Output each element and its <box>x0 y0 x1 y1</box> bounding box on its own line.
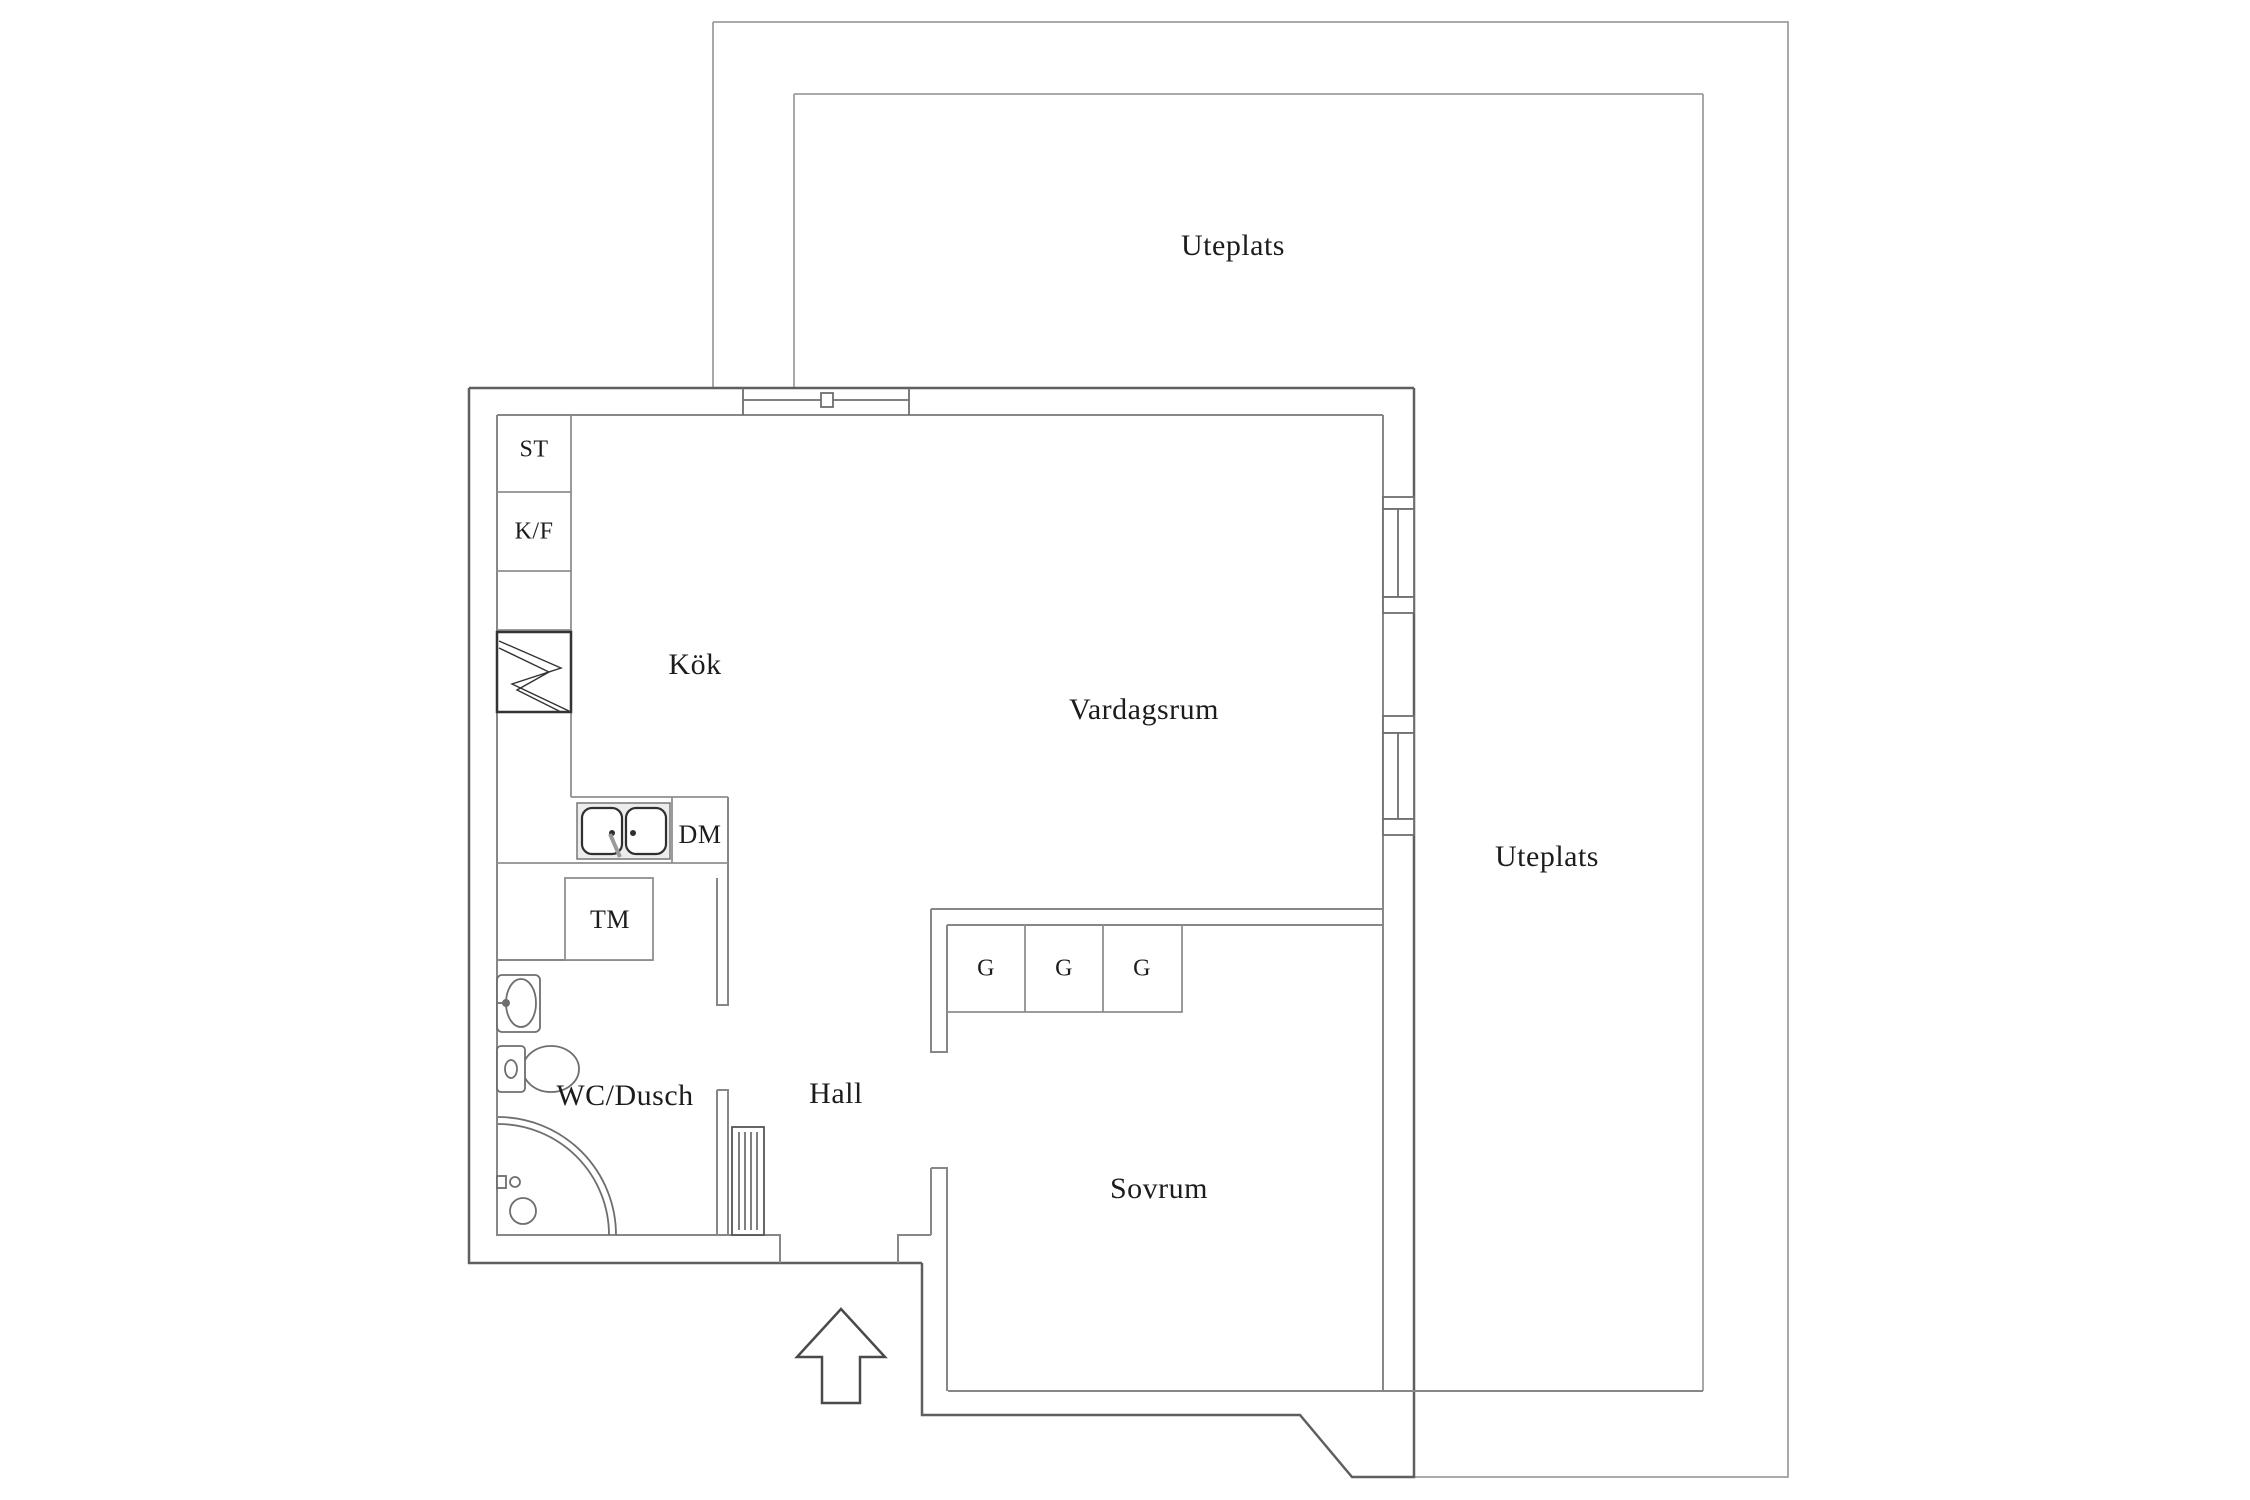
room-label-kitchen: Kök <box>668 648 722 681</box>
toilet <box>496 1045 580 1093</box>
stove <box>495 630 573 714</box>
fixture-label-storage: ST <box>519 436 549 463</box>
fixture-label-wardrobe-2: G <box>1055 955 1073 982</box>
fixture-label-dishwasher: DM <box>678 820 722 849</box>
fixture-label-washing-machine: TM <box>590 905 630 934</box>
bedroom-walls <box>930 908 1383 1391</box>
fixture-label-fridge-freezer: K/F <box>514 518 554 545</box>
room-label-uteplats-right: Uteplats <box>1495 840 1599 873</box>
window-lower <box>1382 715 1415 836</box>
patio-outline <box>712 21 1789 1478</box>
window-upper <box>1382 496 1415 614</box>
radiator <box>731 1126 765 1236</box>
room-label-uteplats-top: Uteplats <box>1181 229 1285 262</box>
room-label-bedroom: Sovrum <box>1109 1172 1209 1205</box>
washing-machine-box <box>564 877 654 961</box>
shower <box>496 1116 617 1236</box>
wardrobe-cabinets <box>947 925 1183 1013</box>
apartment-outer-walls <box>467 386 1416 1479</box>
room-label-hall: Hall <box>809 1077 863 1110</box>
entrance-arrow-icon <box>794 1307 888 1405</box>
fixture-label-wardrobe-3: G <box>1133 955 1151 982</box>
apartment-inner-walls <box>496 414 1703 1392</box>
room-label-living-room: Vardagsrum <box>1069 693 1219 726</box>
kitchen-cabinets <box>497 415 728 864</box>
kitchen-sink <box>576 802 671 860</box>
fixture-label-wardrobe-1: G <box>977 955 995 982</box>
washbasin <box>496 974 541 1033</box>
room-label-wc-shower: WC/Dusch <box>556 1079 694 1112</box>
terrace-door <box>742 388 910 415</box>
